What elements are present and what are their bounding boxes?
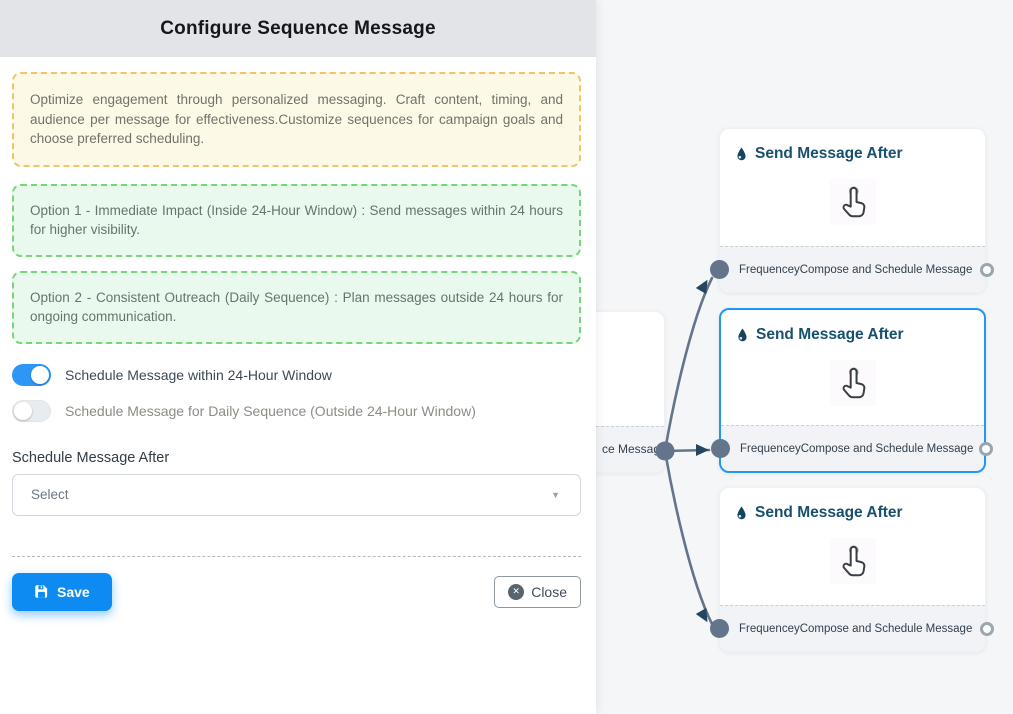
upstream-node-partial[interactable]: ce Message — [596, 311, 667, 473]
node-body — [720, 538, 985, 584]
edge-to-node-1 — [663, 276, 714, 453]
panel-header: Configure Sequence Message — [0, 0, 596, 57]
node-body — [720, 179, 985, 225]
arrowhead-icon — [695, 608, 708, 623]
node-body — [721, 360, 984, 406]
send-message-node-1[interactable]: Send Message After Frequencey Compose an… — [710, 128, 994, 293]
node-title: Send Message After — [756, 326, 904, 343]
configure-sequence-panel: Configure Sequence Message Optimize enga… — [0, 0, 596, 611]
panel-footer: Save ✕ Close — [12, 572, 581, 611]
select-placeholder: Select — [31, 487, 69, 503]
toggle-knob — [14, 401, 32, 420]
send-message-node-2-selected[interactable]: Send Message After Frequencey Compose an… — [711, 308, 993, 473]
water-drop-icon — [736, 327, 749, 344]
node-title: Send Message After — [755, 504, 903, 521]
circle-x-icon: ✕ — [508, 583, 525, 600]
send-message-node-3[interactable]: Send Message After Frequencey Compose an… — [710, 487, 994, 652]
compose-schedule-tab[interactable]: Compose and Schedule Message — [799, 263, 973, 276]
water-drop-icon — [735, 505, 748, 522]
arrowhead-icon — [696, 444, 709, 456]
save-button[interactable]: Save — [12, 572, 112, 611]
frequency-tab[interactable]: Frequencey — [739, 622, 800, 635]
output-port[interactable] — [979, 442, 993, 456]
option-2-note: Option 2 - Consistent Outreach (Daily Se… — [12, 270, 581, 344]
toggle-row-daily-sequence: Schedule Message for Daily Sequence (Out… — [12, 399, 581, 422]
close-button-label: Close — [531, 583, 567, 600]
floppy-icon — [34, 584, 49, 599]
output-port[interactable] — [980, 622, 994, 636]
edge-to-node-2 — [663, 448, 711, 453]
page-title: Configure Sequence Message — [160, 17, 436, 39]
input-port[interactable] — [710, 260, 729, 279]
daily-sequence-toggle-label: Schedule Message for Daily Sequence (Out… — [65, 402, 476, 419]
toggle-row-within-24h: Schedule Message within 24-Hour Window — [12, 363, 581, 386]
panel-body: Optimize engagement through personalized… — [0, 57, 596, 611]
schedule-after-label: Schedule Message After — [12, 449, 170, 466]
within-24h-toggle-label: Schedule Message within 24-Hour Window — [65, 366, 332, 383]
toggle-knob — [31, 365, 49, 384]
schedule-after-select[interactable]: Select ▼ — [12, 473, 581, 516]
save-button-label: Save — [57, 583, 90, 600]
tap-hand-icon[interactable] — [829, 179, 876, 225]
node-footer: Frequencey Compose and Schedule Message — [720, 246, 985, 292]
arrowhead-icon — [695, 279, 708, 294]
tap-hand-icon[interactable] — [829, 360, 876, 406]
flow-canvas[interactable]: ce Message Send Message After — [596, 0, 1013, 714]
edge-to-node-3 — [663, 449, 714, 626]
frequency-tab[interactable]: Frequencey — [740, 442, 801, 455]
input-port[interactable] — [710, 619, 729, 638]
node-header: Send Message After — [720, 488, 985, 522]
node-header: Send Message After — [720, 129, 985, 163]
node-header: Send Message After — [721, 310, 984, 344]
within-24h-toggle[interactable] — [12, 363, 51, 386]
daily-sequence-toggle[interactable] — [12, 399, 51, 422]
node-footer: Frequencey Compose and Schedule Message — [721, 425, 984, 471]
frequency-tab[interactable]: Frequencey — [739, 263, 800, 276]
tap-hand-icon[interactable] — [829, 538, 876, 584]
water-drop-icon — [735, 146, 748, 163]
footer-divider — [12, 555, 581, 557]
input-port[interactable] — [711, 439, 730, 458]
option-1-note: Option 1 - Immediate Impact (Inside 24-H… — [12, 183, 581, 257]
compose-schedule-tab[interactable]: Compose and Schedule Message — [800, 442, 974, 455]
caret-down-icon: ▼ — [551, 489, 560, 500]
info-note: Optimize engagement through personalized… — [12, 72, 581, 167]
close-button[interactable]: ✕ Close — [494, 575, 581, 608]
compose-schedule-tab[interactable]: Compose and Schedule Message — [799, 622, 973, 635]
node-title: Send Message After — [755, 145, 903, 162]
node-footer: ce Message — [596, 426, 667, 472]
node-footer: Frequencey Compose and Schedule Message — [720, 605, 985, 651]
output-port[interactable] — [980, 263, 994, 277]
upstream-node-footer-label[interactable]: ce Message — [602, 442, 667, 456]
